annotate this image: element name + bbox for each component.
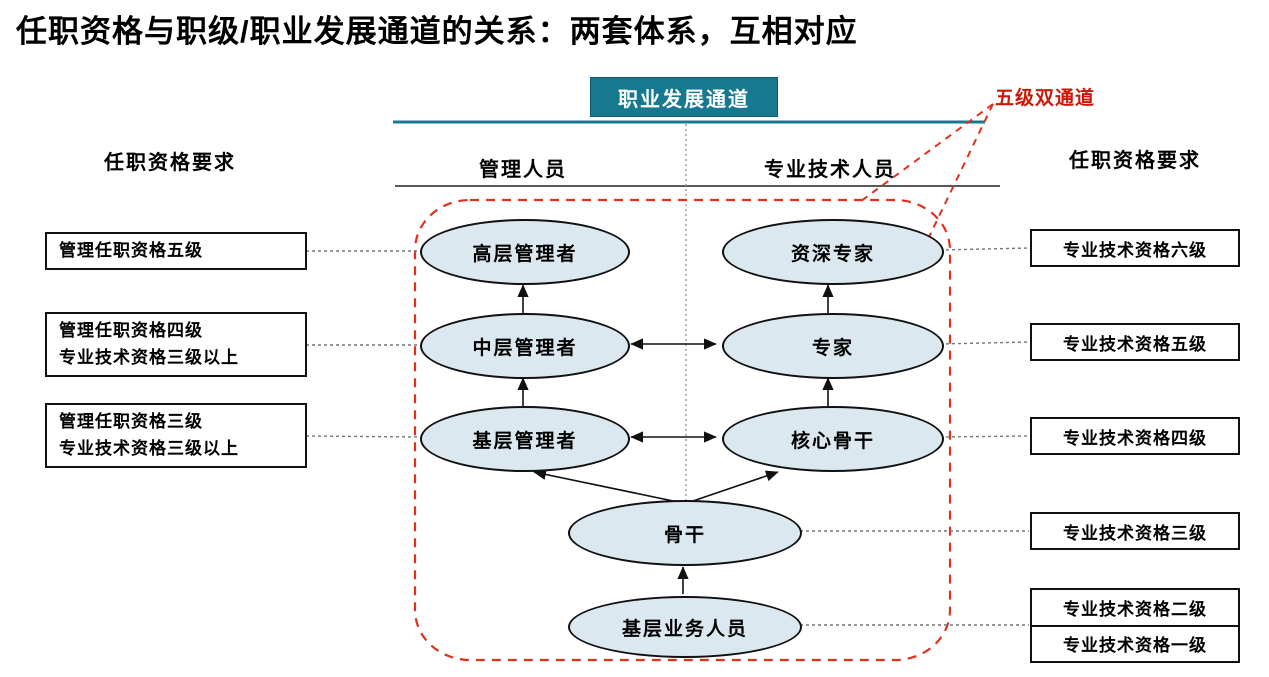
node-core-backbone: 核心骨干 <box>722 406 944 472</box>
left-qual-box-2-line-2: 专业技术资格三级以上 <box>59 347 239 367</box>
leader-lines <box>305 247 1030 626</box>
channel-header: 职业发展通道 <box>590 77 778 117</box>
node-backbone: 骨干 <box>568 500 802 566</box>
column-header-management: 管理人员 <box>479 159 567 181</box>
left-qual-box-2-line-1: 管理任职资格四级 <box>59 321 203 341</box>
left-qual-box-3-line-1: 管理任职资格三级 <box>59 412 203 432</box>
slide-title: 任职资格与职级/职业发展通道的关系：两套体系，互相对应 <box>16 14 858 49</box>
dual-channel-outline <box>413 198 952 662</box>
right-qual-box-3: 专业技术资格三级 <box>1030 512 1240 550</box>
right-qual-box-1: 专业技术资格一级 <box>1063 636 1207 656</box>
qualification-header-left: 任职资格要求 <box>104 152 236 174</box>
right-qual-box-2: 专业技术资格二级 <box>1032 590 1238 627</box>
left-qual-box-3: 管理任职资格三级 专业技术资格三级以上 <box>45 403 307 468</box>
left-qual-box-1: 管理任职资格五级 <box>45 232 307 270</box>
left-qual-box-2: 管理任职资格四级 专业技术资格三级以上 <box>45 312 307 377</box>
node-base-staff: 基层业务人员 <box>568 596 802 658</box>
left-qual-box-3-line-2: 专业技术资格三级以上 <box>59 438 239 458</box>
qualification-header-right: 任职资格要求 <box>1069 150 1201 172</box>
dual-channel-annotation: 五级双通道 <box>995 88 1096 109</box>
annotation-leader-lines <box>856 103 994 238</box>
node-expert: 专家 <box>722 313 944 379</box>
channel-header-label: 职业发展通道 <box>618 88 750 111</box>
left-qual-box-1-line-1: 管理任职资格五级 <box>59 240 203 260</box>
node-senior-manager: 高层管理者 <box>420 219 630 285</box>
node-base-manager: 基层管理者 <box>420 406 630 472</box>
flow-arrows <box>517 284 834 594</box>
column-header-technical: 专业技术人员 <box>764 159 896 181</box>
right-qual-box-4: 专业技术资格四级 <box>1030 417 1240 455</box>
right-qual-box-6: 专业技术资格六级 <box>1030 229 1240 267</box>
node-senior-expert: 资深专家 <box>722 219 944 285</box>
node-middle-manager: 中层管理者 <box>420 313 630 379</box>
right-qual-box-2-1: 专业技术资格二级 专业技术资格一级 <box>1030 588 1240 663</box>
right-qual-box-5: 专业技术资格五级 <box>1030 323 1240 361</box>
